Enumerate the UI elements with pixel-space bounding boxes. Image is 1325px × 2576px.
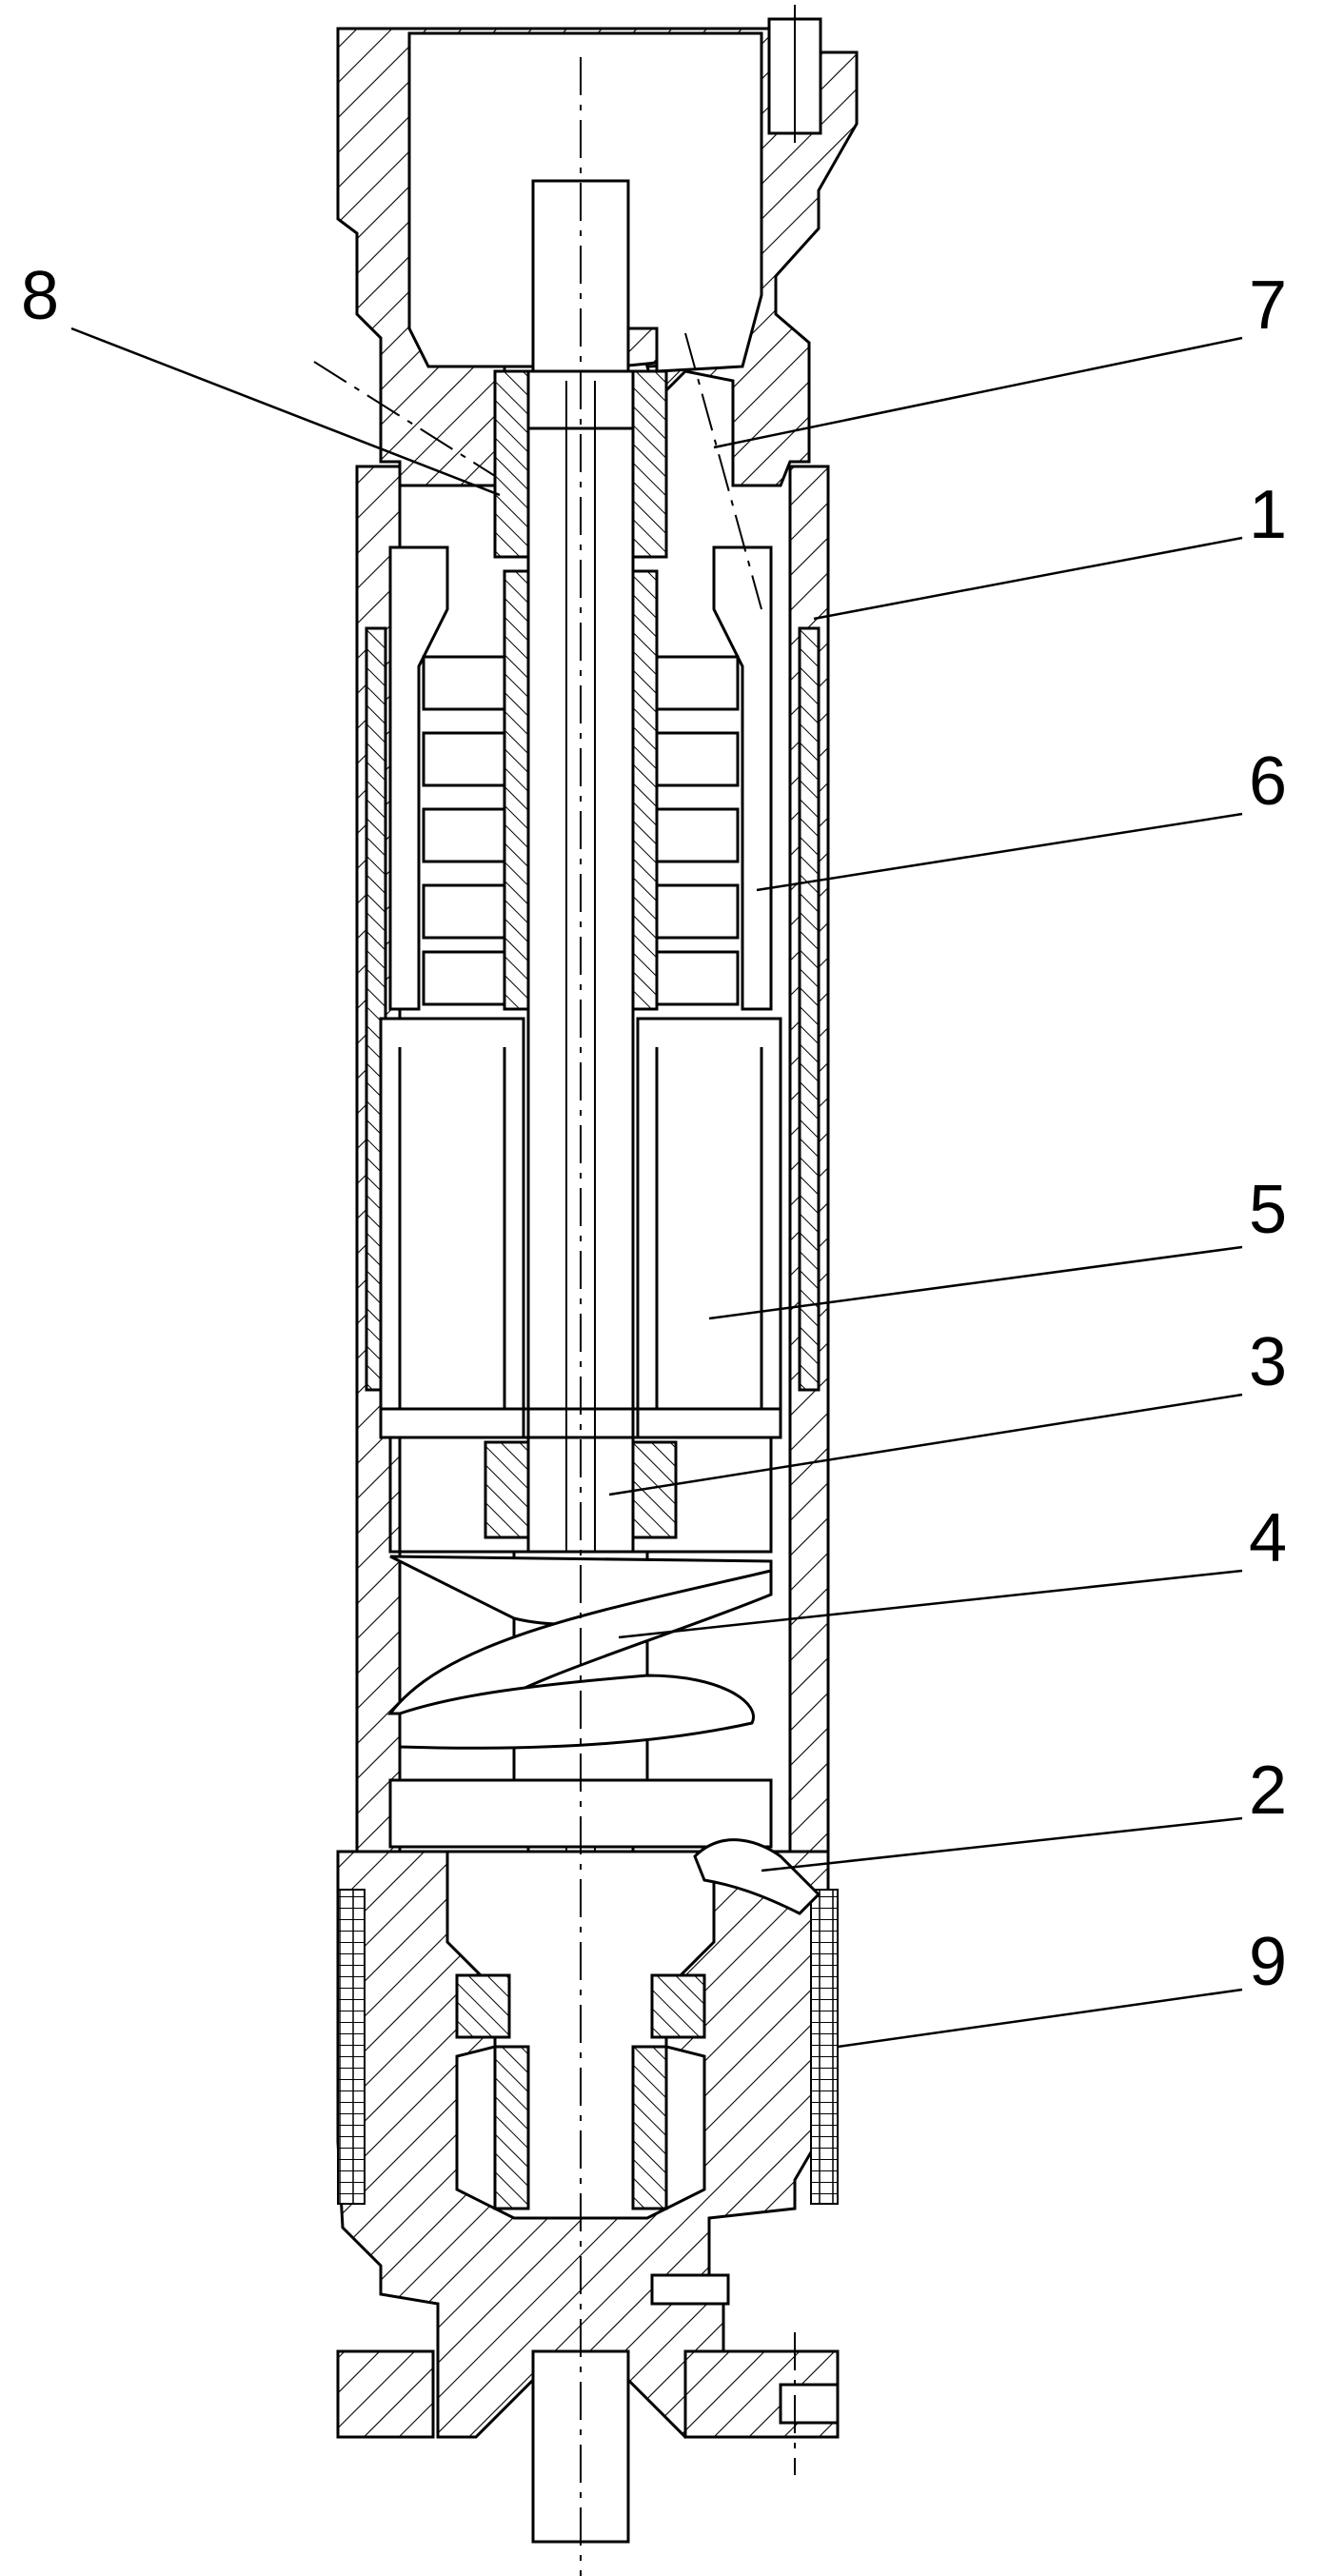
coil-block <box>650 950 740 1006</box>
motor-block <box>379 1017 782 1439</box>
label-6: 6 <box>1249 743 1287 820</box>
upper-bearing <box>493 369 668 559</box>
label-4: 4 <box>1249 1500 1287 1576</box>
reference-labels: 8 7 1 6 5 3 4 2 9 <box>21 258 1287 2000</box>
label-7: 7 <box>1249 268 1287 344</box>
coil-block <box>422 883 511 940</box>
coil-block <box>422 807 511 863</box>
winding-stack <box>388 545 773 1011</box>
coil-block <box>422 655 511 711</box>
coil-block <box>650 655 740 711</box>
coil-block <box>650 883 740 940</box>
label-1: 1 <box>1249 477 1287 553</box>
coil-block <box>650 731 740 787</box>
lower-housing <box>336 1838 840 2439</box>
label-8: 8 <box>21 258 59 334</box>
label-5: 5 <box>1249 1172 1287 1248</box>
coil-block <box>422 731 511 787</box>
leader-lines <box>70 327 1243 2049</box>
label-2: 2 <box>1249 1753 1287 1829</box>
centerlines <box>313 57 796 2576</box>
label-9: 9 <box>1249 1924 1287 2000</box>
label-3: 3 <box>1249 1324 1287 1400</box>
coil-block <box>650 807 740 863</box>
coil-block <box>422 950 511 1006</box>
